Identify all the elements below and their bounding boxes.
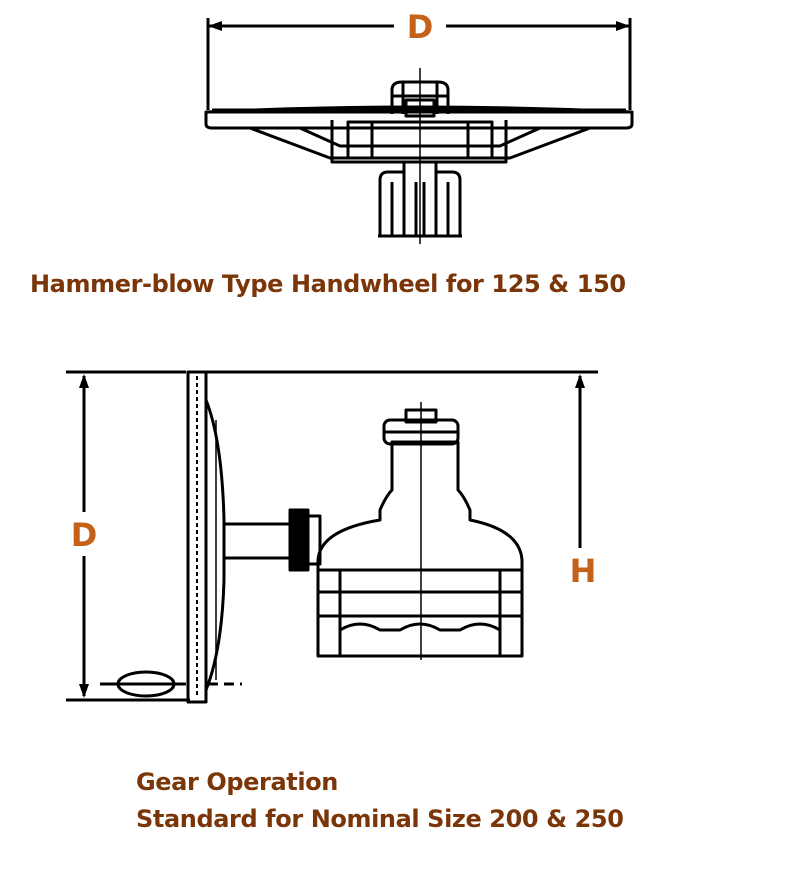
- top-figure-caption: Hammer-blow Type Handwheel for 125 & 150: [30, 270, 626, 298]
- handwheel-stem: [378, 162, 462, 238]
- bottom-figure-caption: Gear Operation Standard for Nominal Size…: [136, 764, 624, 838]
- left-dimension-line: [66, 370, 190, 702]
- right-dimension-label-h: H: [570, 552, 597, 590]
- gear-handwheel-profile: [186, 370, 226, 704]
- top-dimension-line: [206, 18, 632, 110]
- bottom-caption-line-1: Gear Operation: [136, 768, 338, 796]
- handwheel-hub: [330, 120, 508, 164]
- input-shaft: [222, 508, 322, 572]
- right-dimension-line: [200, 370, 598, 548]
- bottom-caption-line-2: Standard for Nominal Size 200 & 250: [136, 805, 624, 833]
- gearbox-housing: [316, 440, 524, 658]
- crank-handle: [100, 670, 242, 698]
- left-dimension-label-d: D: [71, 516, 98, 554]
- hammer-blow-handwheel-figure: [204, 18, 634, 244]
- gear-operation-figure: [66, 370, 598, 704]
- top-dimension-label-d: D: [407, 8, 434, 46]
